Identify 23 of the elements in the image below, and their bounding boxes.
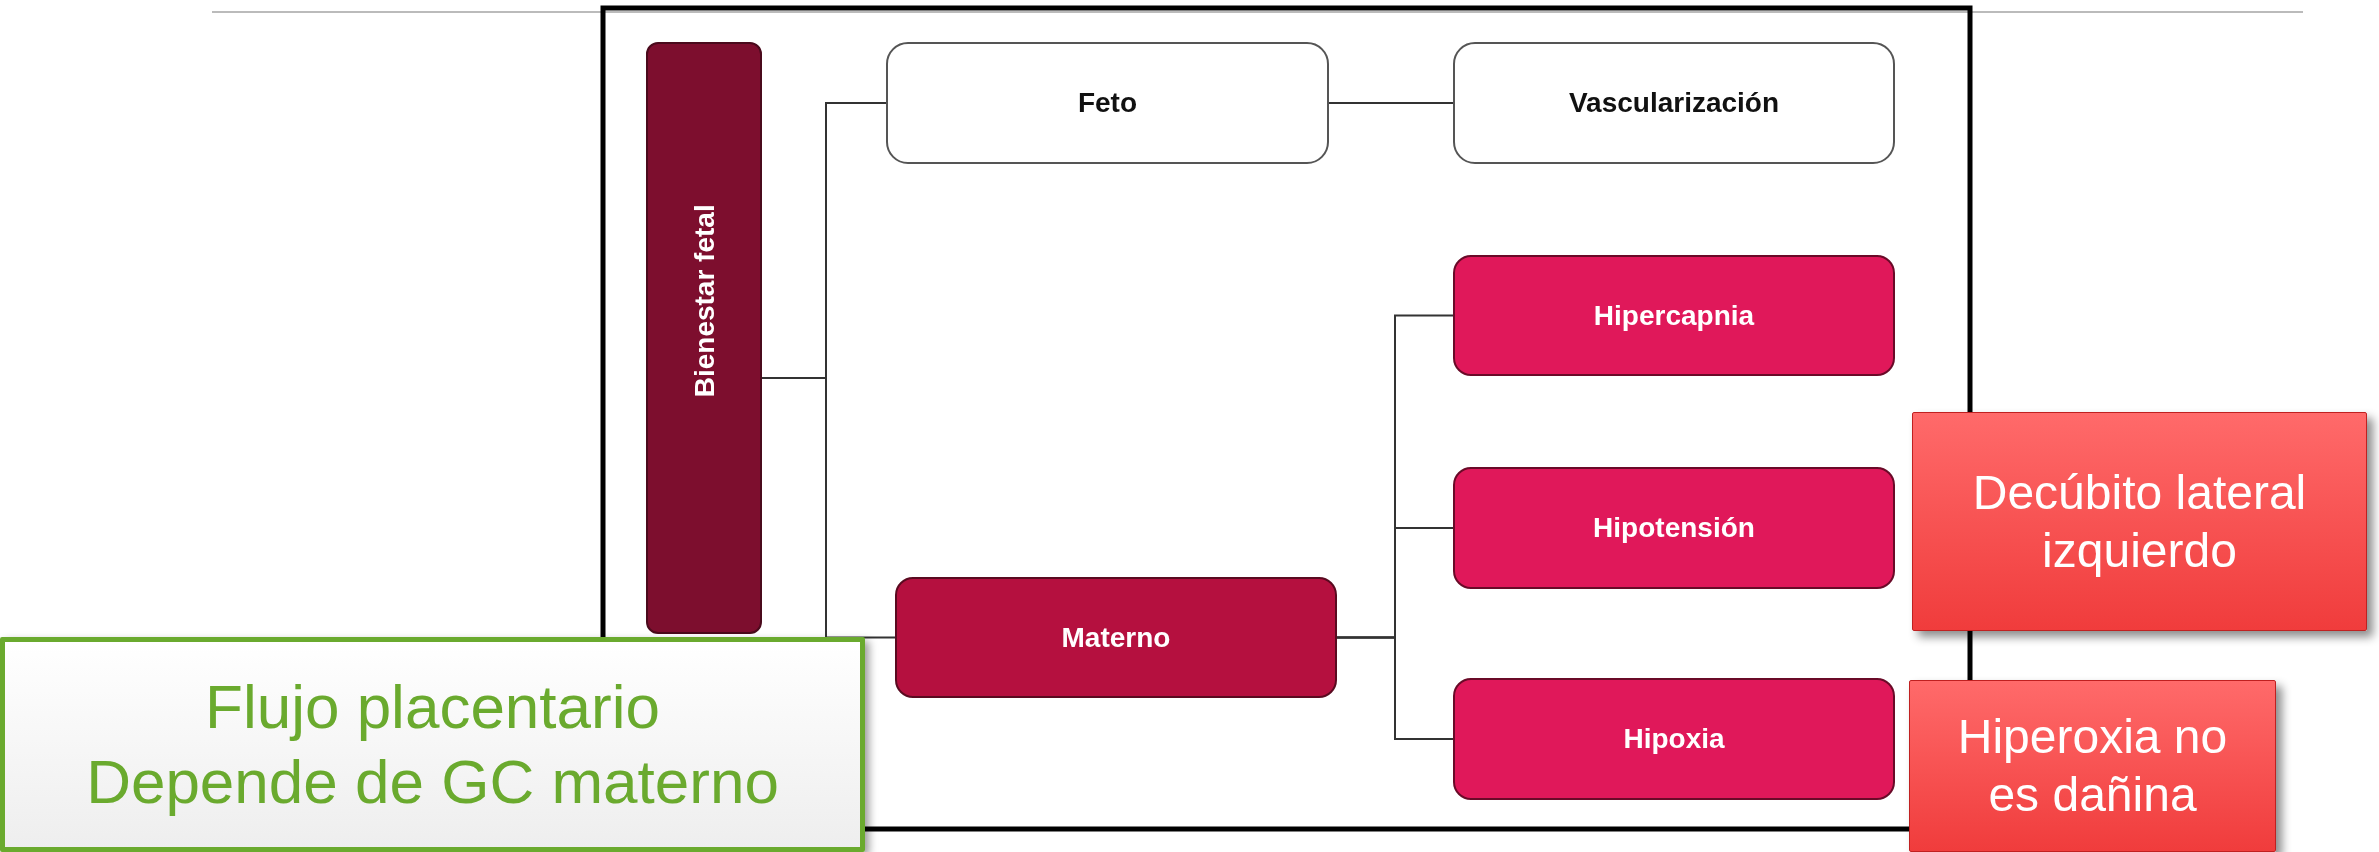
process-box [1453, 678, 1895, 800]
node-label: Hipoxia [1623, 722, 1725, 756]
node-label: Depende de GC materno [86, 745, 779, 818]
process-box [1453, 255, 1895, 376]
node-label: Materno [1061, 620, 1171, 655]
node-label: Feto [1077, 86, 1138, 120]
connector-line [1328, 102, 1454, 104]
connector-line [1336, 636, 1454, 740]
process-box [886, 42, 1329, 164]
node-label: Decúbito lateral izquierdo [1971, 464, 2308, 579]
note-box [1909, 680, 2276, 852]
note-box [1912, 412, 2367, 631]
node-label: Vascularización [1568, 86, 1780, 120]
node-label: Hiperoxia no es dañina [1956, 709, 2229, 823]
node-label: Hipotensión [1593, 511, 1755, 545]
category-bar [646, 42, 762, 634]
node-label: Hipercapnia [1593, 298, 1755, 333]
node-label: Flujo placentario [205, 671, 660, 744]
note-box [0, 637, 865, 852]
process-box [895, 577, 1337, 698]
process-box [1453, 467, 1895, 589]
node-label: Bienestar fetal [687, 204, 721, 398]
process-box [1453, 42, 1895, 164]
